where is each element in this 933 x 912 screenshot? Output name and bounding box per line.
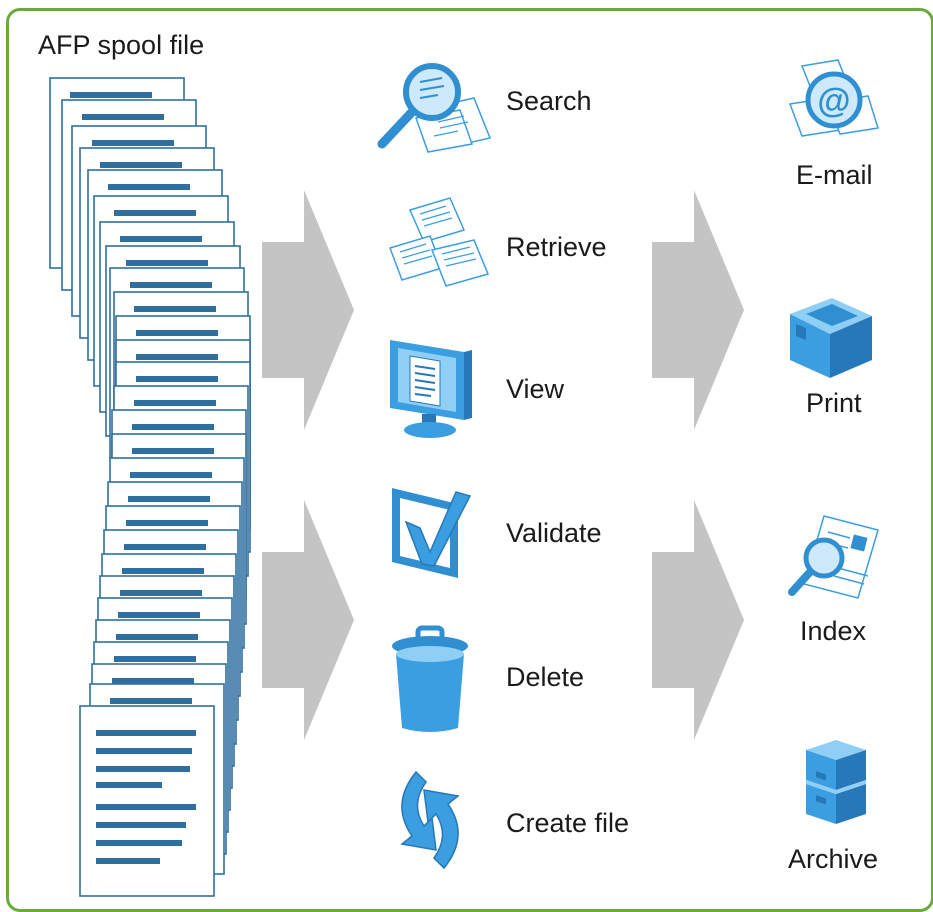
arrow-to-outputs-lower	[652, 500, 744, 740]
arrow-to-outputs-upper	[652, 190, 744, 430]
action-label-delete: Delete	[506, 662, 585, 692]
retrieve-icon	[389, 197, 490, 287]
action-label-validate: Validate	[506, 518, 602, 548]
output-label-print: Print	[806, 388, 862, 418]
checkmark-icon	[392, 488, 472, 578]
source-title: AFP spool file	[38, 30, 205, 60]
monitor-icon	[390, 340, 472, 438]
index-icon	[788, 515, 879, 599]
svg-text:@: @	[817, 82, 850, 120]
action-label-search: Search	[506, 86, 592, 116]
archive-icon	[806, 740, 866, 824]
front-page	[79, 705, 215, 897]
trash-icon	[392, 625, 468, 732]
output-label-archive: Archive	[788, 844, 879, 874]
output-label-email: E-mail	[796, 160, 873, 190]
output-label-index: Index	[800, 616, 867, 646]
arrow-to-actions-upper	[262, 190, 354, 430]
action-label-retrieve: Retrieve	[506, 232, 607, 262]
printer-icon	[790, 298, 872, 378]
email-icon: @	[788, 59, 879, 137]
action-label-create-file: Create file	[506, 808, 630, 838]
refresh-icon	[400, 770, 460, 870]
search-icon	[377, 63, 492, 153]
arrow-to-actions-lower	[262, 500, 354, 740]
action-label-view: View	[506, 374, 565, 404]
